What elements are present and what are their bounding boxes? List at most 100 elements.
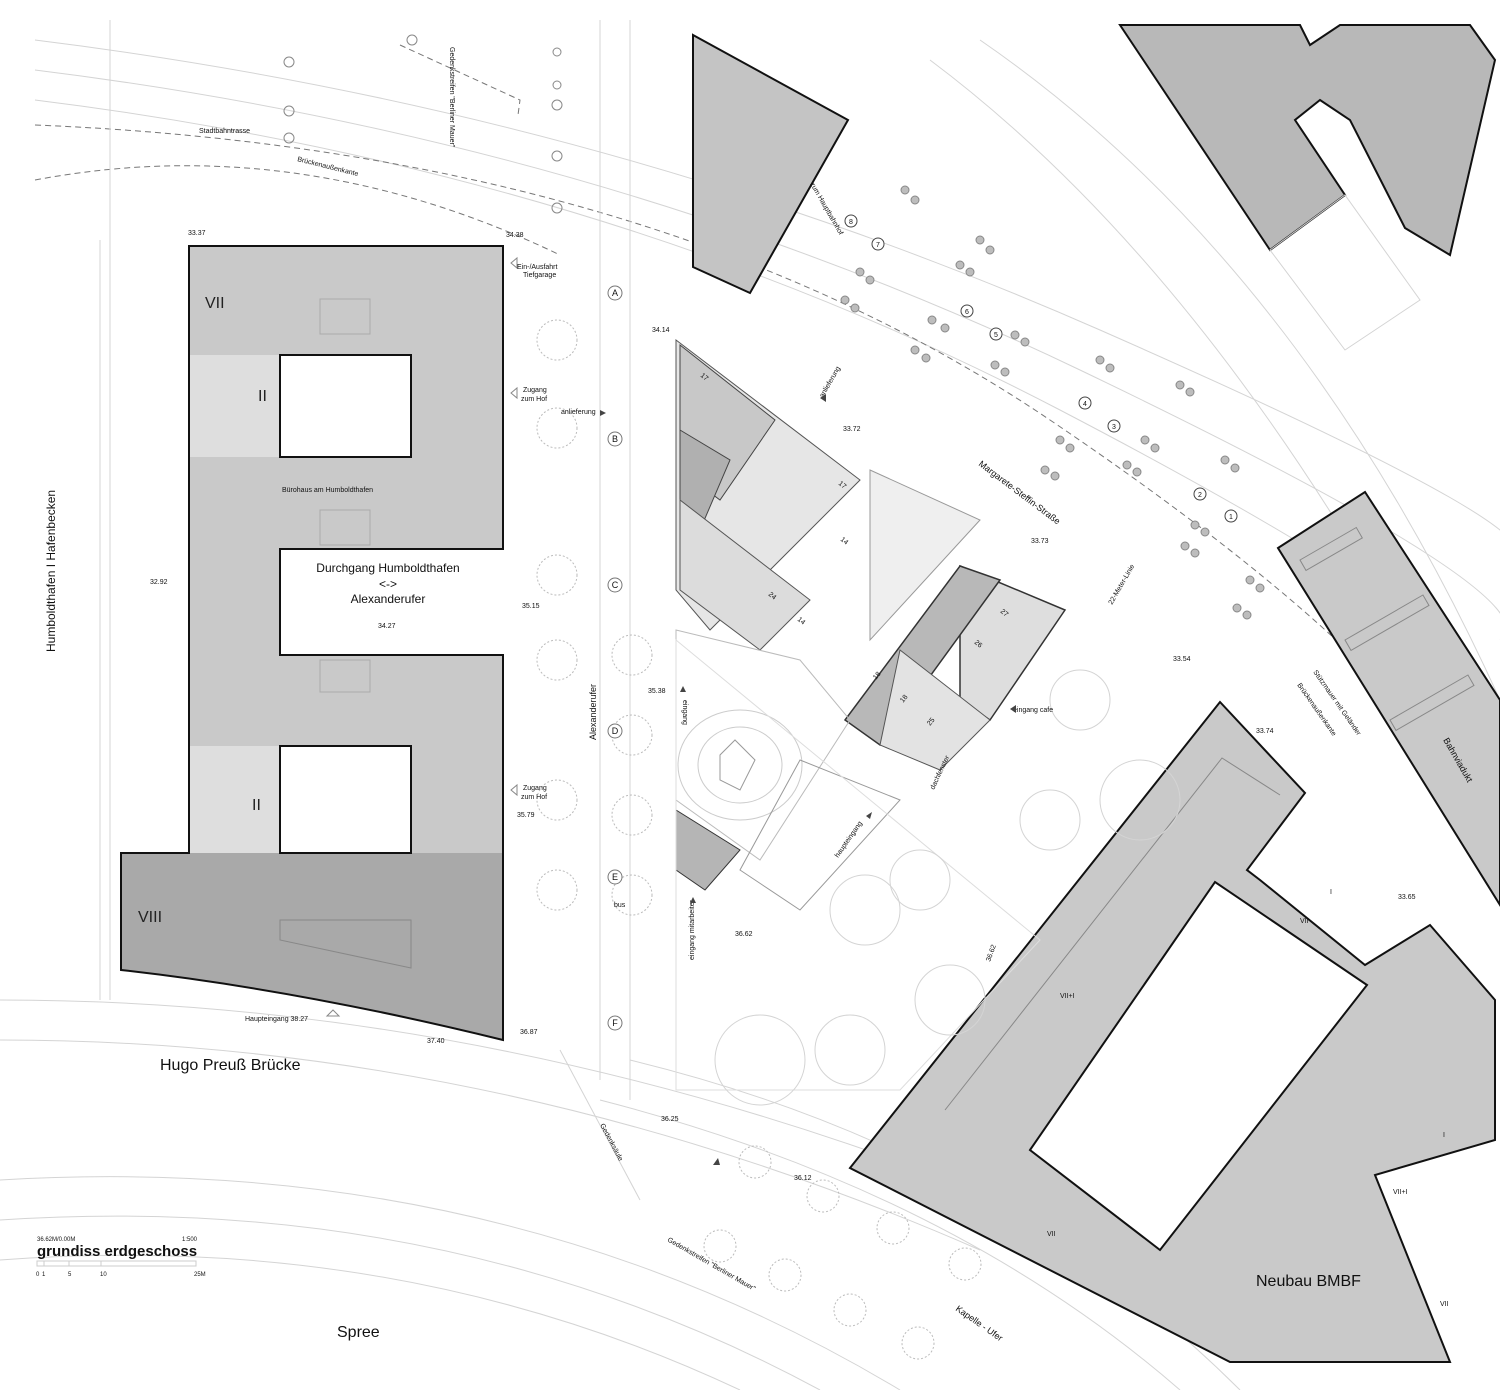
elevation: 36.62 xyxy=(735,931,753,938)
room-number: 18 xyxy=(872,671,882,682)
storey-label: I xyxy=(1330,889,1332,896)
elevation: 33.72 xyxy=(843,426,861,433)
elevation: 36.25 xyxy=(661,1116,679,1123)
label-bridge: Hugo Preuß Brücke xyxy=(160,1057,301,1074)
label-einfahrt: Ein-/Ausfahrt xyxy=(517,264,558,271)
label-eingang-mitarbeiter: eingang mitarbeiter xyxy=(689,899,696,960)
label-gedenksaeule: Gedenksäule xyxy=(598,1123,624,1163)
tree-number-markers xyxy=(844,214,1238,523)
label-stuetzmauer: Stützmauer mit Geländer xyxy=(1311,669,1362,737)
label-zum-hof: zum Hof xyxy=(521,396,547,403)
room-number: 26 xyxy=(973,639,984,649)
elevation: 33.37 xyxy=(188,230,206,237)
label-anlieferung: anlieferung xyxy=(819,365,842,399)
bahnviadukt xyxy=(1276,490,1500,907)
label-bus: bus xyxy=(614,902,626,909)
elevation: 36.12 xyxy=(794,1175,812,1182)
label-zugang: Zugang xyxy=(523,785,547,792)
elevation: 35.79 xyxy=(517,812,535,819)
label-haupteingang: haupteingang xyxy=(834,820,864,859)
label-spree: Spree xyxy=(337,1324,380,1341)
storey-label: VII xyxy=(205,295,225,312)
label-durchgang: Alexanderufer xyxy=(351,592,426,606)
street-trees xyxy=(840,185,1265,620)
room-number: 14 xyxy=(839,536,850,546)
storey-label: VII xyxy=(1300,918,1309,925)
label-zugang: Zugang xyxy=(523,387,547,394)
tree-number: 1 xyxy=(1229,514,1233,521)
label-durchgang-arrow: <-> xyxy=(379,577,397,591)
tree-number: 2 xyxy=(1198,492,1202,499)
grid-axis-label: A xyxy=(612,288,618,298)
scalebar-tick: 5 xyxy=(68,1272,72,1278)
label-buerohaus: Bürohaus am Humboldthafen xyxy=(282,487,373,494)
storey-label: VII xyxy=(1047,1231,1056,1238)
elevation: 32.92 xyxy=(150,579,168,586)
room-number: 17 xyxy=(699,372,710,382)
room-number: 24 xyxy=(767,591,778,601)
building-top-right xyxy=(1118,24,1497,257)
label-22-meter-linie: 22-Meter-Linie xyxy=(1108,563,1137,606)
scalebar-tick: 10 xyxy=(100,1272,107,1278)
tree-number: 3 xyxy=(1112,424,1116,431)
room-number: 17 xyxy=(837,480,848,490)
storey-label: II xyxy=(252,797,261,814)
elevation: 37.40 xyxy=(427,1038,445,1045)
scalebar-tick: 1 xyxy=(42,1272,46,1278)
label-zum-hof: zum Hof xyxy=(521,794,547,801)
tree-number: 4 xyxy=(1083,401,1087,408)
building-top xyxy=(692,33,850,295)
entrance-arrow-icons xyxy=(325,256,1016,1165)
storey-label: VII+I xyxy=(1393,1189,1408,1196)
storey-label: VII+I xyxy=(1060,993,1075,1000)
label-zum-hauptbahnhof: zum Hauptbahnhof xyxy=(808,182,844,237)
label-eingang-cafe: eingang cafe xyxy=(1013,707,1053,714)
grid-axis-label: D xyxy=(612,726,619,736)
elevation: 34.27 xyxy=(378,623,396,630)
storey-label: II xyxy=(258,388,267,405)
room-number: 14 xyxy=(796,616,807,626)
label-durchgang: Durchgang Humboldthafen xyxy=(316,561,459,575)
scalebar-tick: 0 xyxy=(36,1272,40,1278)
grid-axis-label: C xyxy=(612,580,619,590)
elevation: 34.38 xyxy=(506,232,524,239)
label-street-margarete: Margarete-Steffin-Straße xyxy=(977,459,1062,527)
tree-number: 8 xyxy=(849,219,853,226)
label-stadtbahntrasse: Stadtbahntrasse xyxy=(199,128,250,135)
grid-axis-label: E xyxy=(612,872,618,882)
elevation: 34.14 xyxy=(652,327,670,334)
storey-label: I xyxy=(1443,1132,1445,1139)
building-top-right-annex xyxy=(1269,194,1421,351)
label-gedenkstreifen: Gedenkstreifen "Berliner Mauer" xyxy=(448,47,455,148)
label-anlieferung: anlieferung xyxy=(561,409,596,416)
room-number: 18 xyxy=(899,694,909,705)
elevation: 33.65 xyxy=(1398,894,1416,901)
room-number: 27 xyxy=(999,608,1010,618)
tree-number: 6 xyxy=(965,309,969,316)
scalebar-tick: 25M xyxy=(194,1272,206,1278)
elevation: 33.73 xyxy=(1031,538,1049,545)
title-block: 36.62M/0.00M 1:500 grundiss erdgeschoss … xyxy=(36,1237,206,1278)
grid-axis-label: F xyxy=(612,1018,618,1028)
elevation: 36.87 xyxy=(520,1029,538,1036)
room-number: 25 xyxy=(926,717,936,728)
grid-axis-markers xyxy=(607,285,623,1031)
storey-label: VIII xyxy=(138,909,162,926)
label-neubau-bmbf: Neubau BMBF xyxy=(1256,1273,1361,1290)
label-street-alexanderufer: Alexanderufer xyxy=(588,684,598,740)
grid-axis-label: B xyxy=(612,434,618,444)
scalebar xyxy=(36,1260,197,1267)
elevation: 36.62 xyxy=(985,944,998,963)
tree-number: 5 xyxy=(994,332,998,339)
elevation: 35.38 xyxy=(648,688,666,695)
label-kapelle-ufer: Kapelle - Ufer xyxy=(954,1303,1005,1343)
elevation: 33.74 xyxy=(1256,728,1274,735)
context-lines xyxy=(0,20,1500,1390)
label-tiefgarage: Tiefgarage xyxy=(523,272,556,279)
title-scale: 1:500 xyxy=(182,1237,198,1243)
elevation: 35.15 xyxy=(522,603,540,610)
tree-number: 7 xyxy=(876,242,880,249)
lamps xyxy=(283,34,563,214)
